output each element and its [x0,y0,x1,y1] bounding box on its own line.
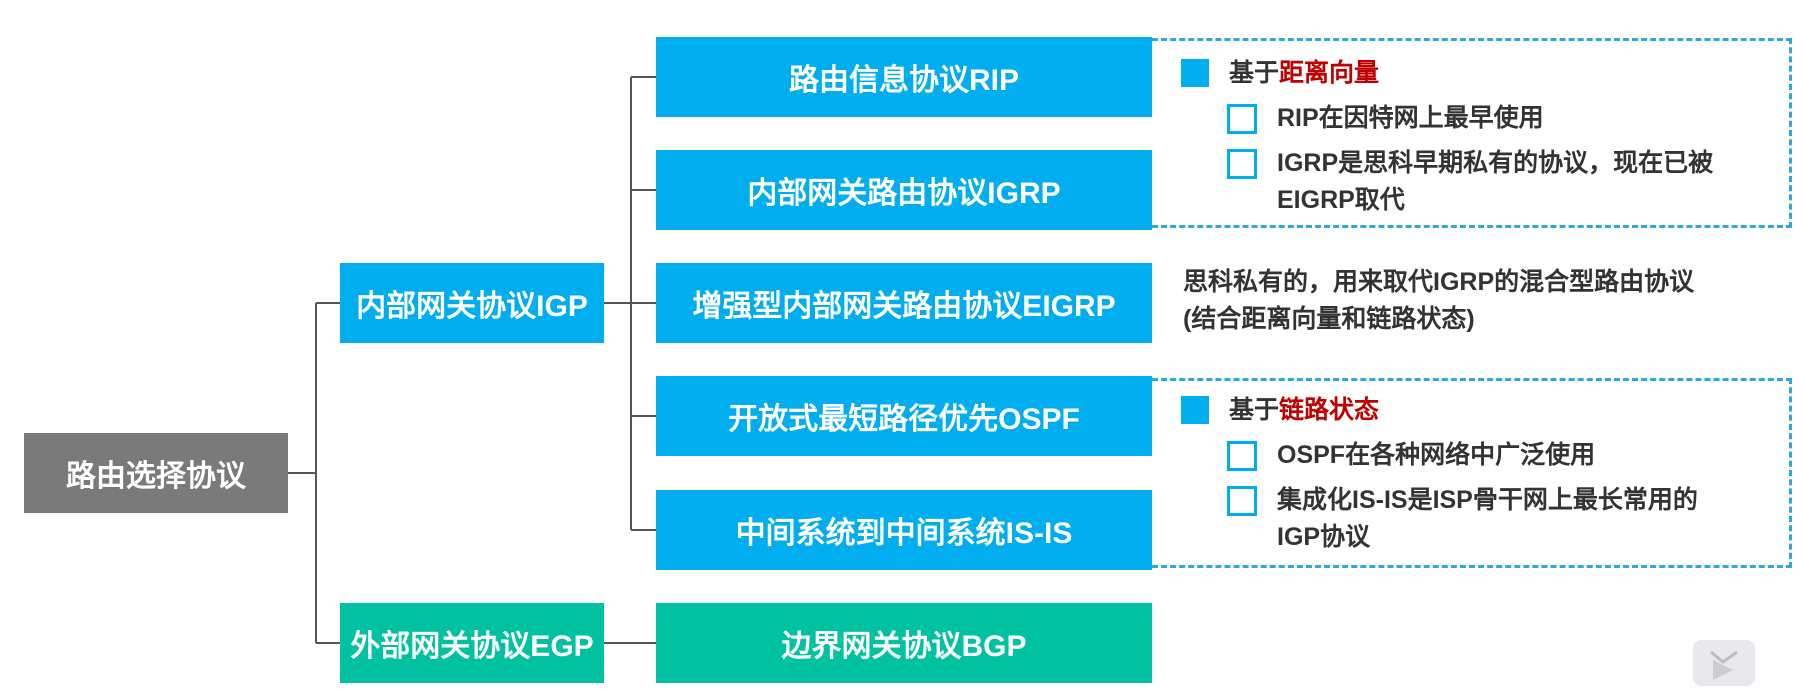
distance-vector-heading: 基于距离向量 [1181,55,1379,92]
filled-square-icon [1181,59,1209,87]
filled-square-icon [1181,396,1209,424]
play-icon[interactable] [1693,640,1755,686]
root-node: 路由选择协议 [24,433,288,513]
eigrp-node: 增强型内部网关路由协议EIGRP [656,263,1152,343]
igrp-node: 内部网关路由协议IGRP [656,150,1152,230]
link-state-item: OSPF在各种网络中广泛使用 [1227,437,1595,474]
bgp-node: 边界网关协议BGP [656,603,1152,683]
link-state-box [1152,378,1792,568]
isis-node: 中间系统到中间系统IS-IS [656,490,1152,570]
hollow-square-icon [1227,441,1257,471]
eigrp-note: 思科私有的，用来取代IGRP的混合型路由协议 (结合距离向量和链路状态) [1183,268,1695,333]
ospf-node: 开放式最短路径优先OSPF [656,376,1152,456]
rip-node: 路由信息协议RIP [656,37,1152,117]
distance-vector-highlight: 距离向量 [1279,59,1380,87]
hollow-square-icon [1227,486,1257,516]
hollow-square-icon [1227,149,1257,179]
egp-node: 外部网关协议EGP [340,603,604,683]
distance-vector-item: RIP在因特网上最早使用 [1227,100,1544,137]
igp-node: 内部网关协议IGP [340,263,604,343]
hollow-square-icon [1227,104,1257,134]
link-state-highlight: 链路状态 [1279,396,1380,424]
distance-vector-box [1152,38,1792,228]
link-state-heading: 基于链路状态 [1181,392,1379,429]
